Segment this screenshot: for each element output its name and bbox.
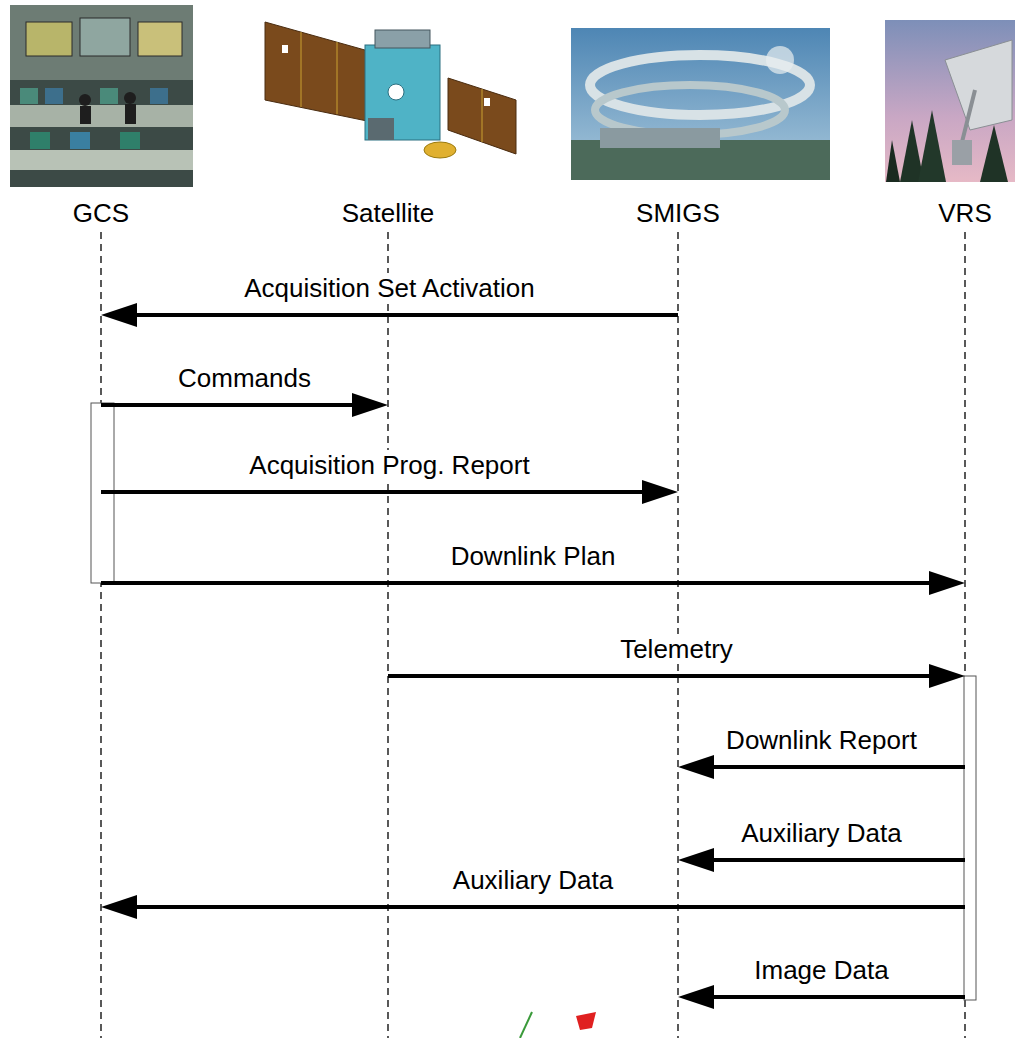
arrow-head <box>101 303 137 327</box>
lifeline-label: Satellite <box>342 198 435 228</box>
arrow-head <box>101 895 137 919</box>
stray-mark <box>520 1012 532 1038</box>
message-line <box>101 403 354 407</box>
arrow-head <box>678 848 714 872</box>
antenna-photo <box>885 20 1015 182</box>
message-label: Downlink Report <box>722 725 921 755</box>
lifeline-label: VRS <box>938 198 991 228</box>
message-line <box>135 313 678 317</box>
message-arrow <box>101 303 678 327</box>
message-line <box>712 858 965 862</box>
arrow-head <box>642 480 678 504</box>
lifeline-label: GCS <box>73 198 129 228</box>
message-label: Downlink Plan <box>447 541 620 571</box>
lifeline-header: SMIGS <box>633 198 723 228</box>
message-arrow <box>101 571 965 595</box>
satellite-picture <box>265 22 516 158</box>
control-room-photo <box>10 5 193 187</box>
message-line <box>101 490 644 494</box>
lifeline-label: SMIGS <box>636 198 720 228</box>
message-arrow <box>101 480 678 504</box>
message-label: Auxiliary Data <box>449 865 617 895</box>
activation-bar <box>964 676 976 1000</box>
message-line <box>135 905 965 909</box>
message-line <box>712 765 965 769</box>
arrow-head <box>678 985 714 1009</box>
lifeline-header: VRS <box>935 198 994 228</box>
message-label: Telemetry <box>616 634 737 664</box>
lifeline-header: GCS <box>70 198 132 228</box>
message-label: Auxiliary Data <box>737 818 905 848</box>
message-label: Image Data <box>750 955 892 985</box>
arrow-head <box>929 571 965 595</box>
stray-mark <box>576 1012 596 1030</box>
message-label: Commands <box>174 363 315 393</box>
lifeline-header: Satellite <box>339 198 438 228</box>
message-arrow <box>101 393 388 417</box>
message-arrow <box>388 664 965 688</box>
message-line <box>101 581 931 585</box>
message-label: Acquisition Set Activation <box>240 273 539 303</box>
message-arrow <box>678 848 965 872</box>
lifeline <box>100 232 101 1038</box>
message-line <box>712 995 965 999</box>
arrow-head <box>352 393 388 417</box>
message-arrow <box>678 755 965 779</box>
lifelines <box>101 232 965 1038</box>
message-arrow <box>101 895 965 919</box>
arrow-head <box>929 664 965 688</box>
arrow-head <box>678 755 714 779</box>
building-photo <box>571 28 830 180</box>
lifeline <box>387 232 388 1038</box>
message-arrow <box>678 985 965 1009</box>
message-line <box>388 674 931 678</box>
message-label: Acquisition Prog. Report <box>245 450 533 480</box>
